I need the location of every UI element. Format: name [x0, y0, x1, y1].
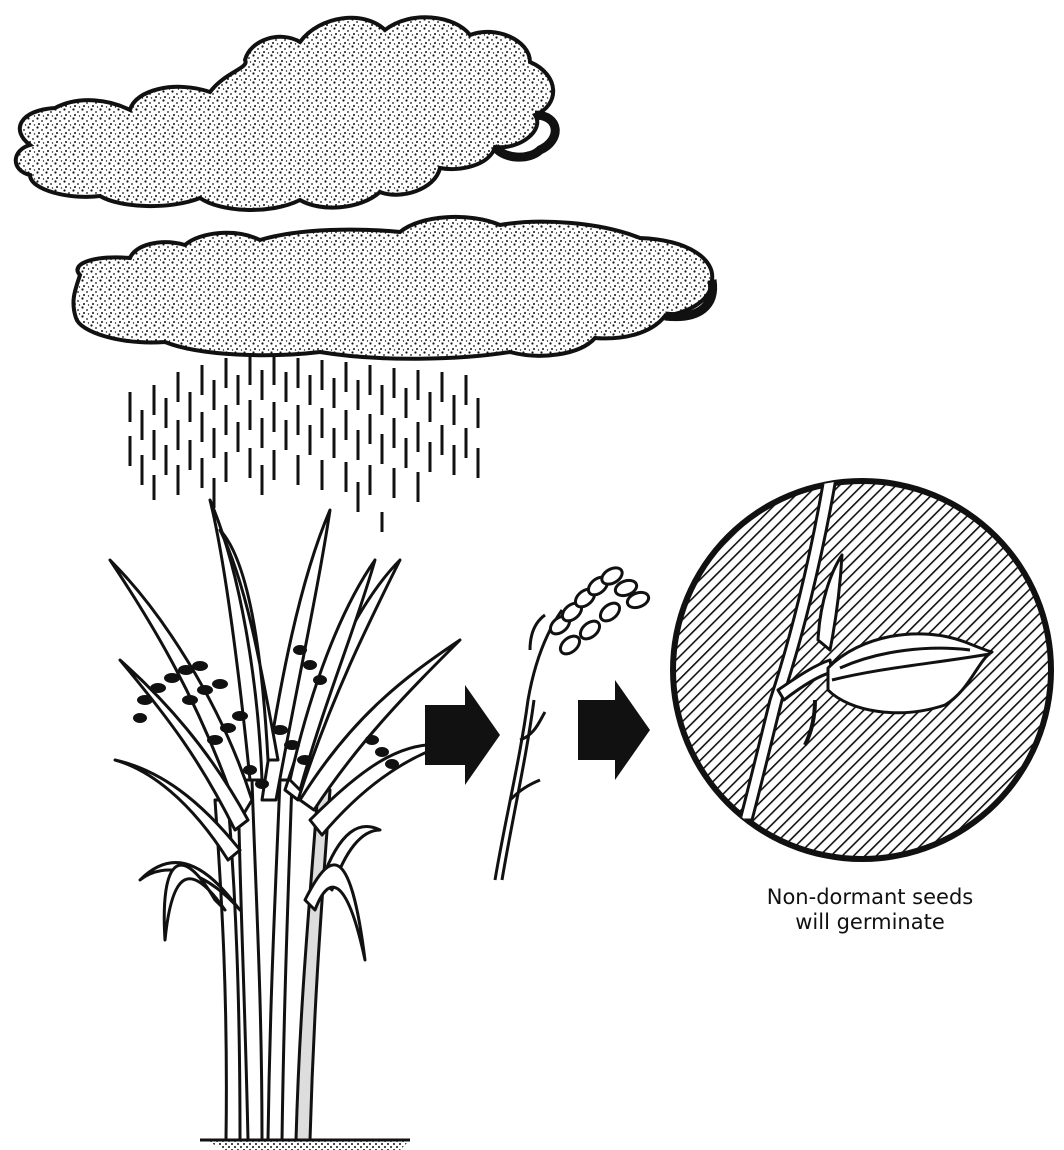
caption-line-2: will germinate: [730, 910, 1010, 935]
cloud-icon: [16, 17, 555, 210]
caption: Non-dormant seeds will germinate: [730, 885, 1010, 935]
arrow-right-icon: [578, 680, 650, 780]
arrow-right-icon: [425, 685, 500, 785]
rain-icon: [130, 355, 478, 532]
germinating-seed-icon: [670, 478, 1054, 862]
cloud-icon: [73, 217, 712, 359]
caption-line-1: Non-dormant seeds: [730, 885, 1010, 910]
rice-plant-icon: [110, 500, 460, 1150]
